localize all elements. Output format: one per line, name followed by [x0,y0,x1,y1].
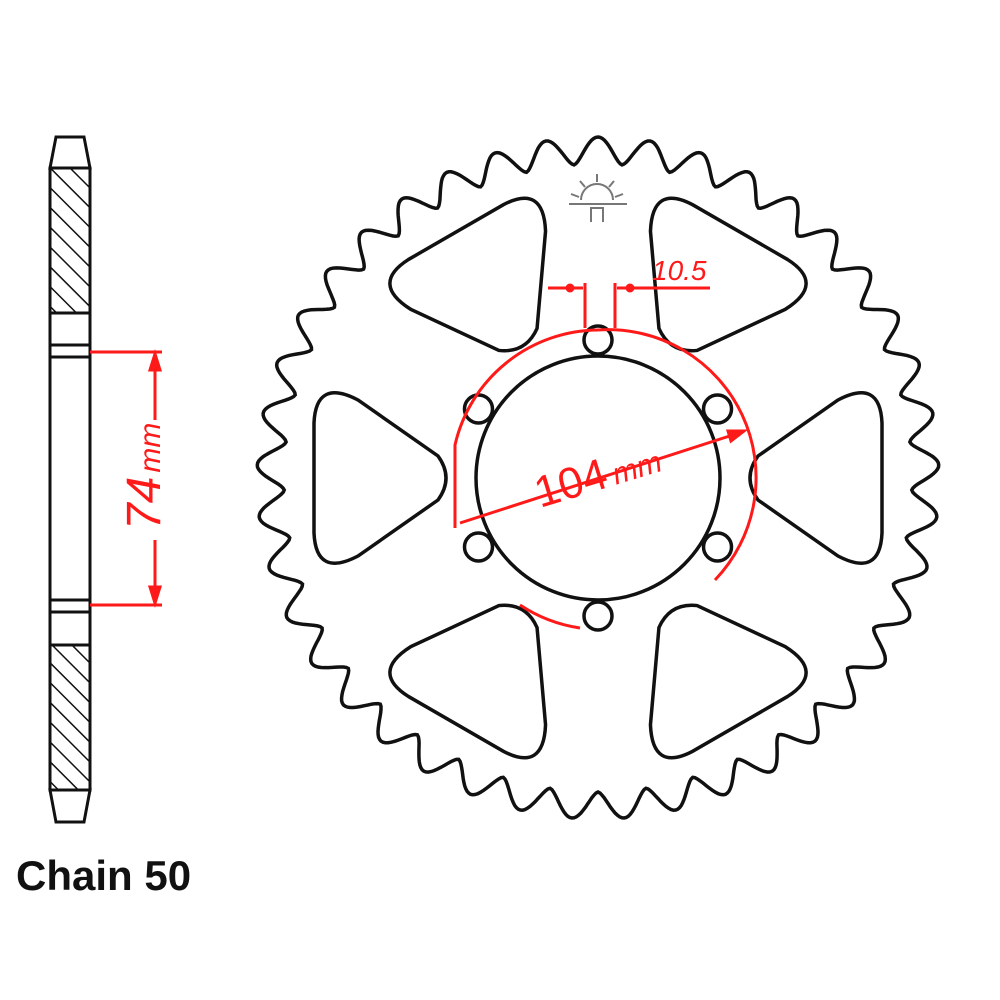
bolt-hole [462,531,495,563]
side-top-taper [48,135,92,170]
sprocket-teeth-outline [255,135,941,820]
side-hub [48,355,92,602]
hub-offset-label: 74mm [118,423,171,530]
side-top-gap [48,311,92,347]
pcd-dimension [453,328,758,630]
lightening-cutout [388,603,548,760]
side-bottom-band [48,598,92,614]
bolt-hole [701,531,734,563]
side-view [48,135,92,824]
lightening-cutout [388,196,548,353]
sprocket-front-view [255,135,941,820]
side-top-band [48,343,92,359]
pcd-label: 104mm [529,433,667,518]
hub-offset-dimension [90,348,163,609]
bolt-hole [462,393,495,425]
side-top-hatch [48,166,92,315]
side-bottom-gap [48,610,92,647]
bolt-hole [582,600,614,632]
center-bore [474,354,722,602]
bolt-hole-dimension [548,283,710,328]
bolt-hole [701,393,734,425]
chain-size-caption: Chain 50 [16,852,192,899]
side-bottom-hatch [48,643,92,792]
bolt-hole [582,324,614,356]
side-bottom-taper [48,788,92,824]
lightening-cutout [312,391,448,565]
lightening-cutout [748,391,884,565]
brand-logo-icon [569,174,627,222]
bolt-hole-label: 10.5 [652,255,707,286]
lightening-cutout [648,603,808,760]
